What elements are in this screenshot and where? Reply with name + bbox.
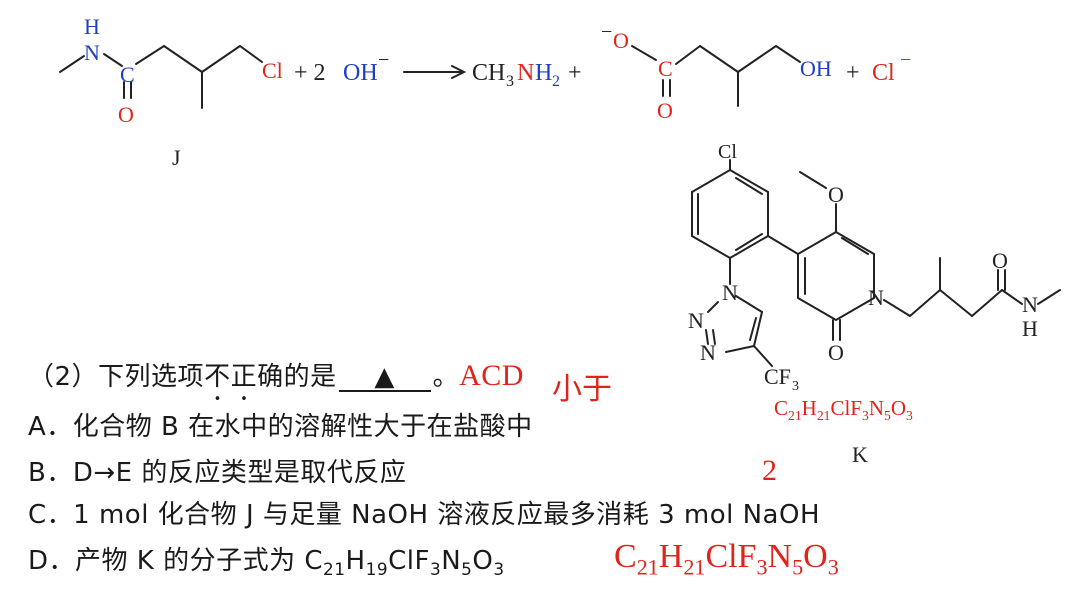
- option-b-text: D→E 的反应类型是取代反应: [72, 458, 407, 488]
- j-n-atom: N: [84, 40, 100, 65]
- handwritten-answer: ACD: [459, 359, 524, 392]
- option-a-letter: A．: [28, 412, 73, 442]
- option-d-text: 产物 K 的分子式为 C: [75, 546, 324, 576]
- chloride-charge: −: [900, 49, 911, 71]
- handwritten-k-formula: C21H21ClF3N5O3: [774, 396, 913, 423]
- option-a: A．化合物 B 在水中的溶解性大于在盐酸中: [28, 406, 533, 443]
- option-b-letter: B．: [28, 458, 73, 488]
- carboxylate-o2: O: [657, 98, 673, 123]
- stem-part-b: 确的是: [257, 362, 337, 392]
- k-triazole-n1: N: [722, 280, 738, 305]
- hydroxide-charge: −: [378, 49, 389, 71]
- handwritten-d-formula: C21H21ClF3N5O3: [614, 538, 839, 580]
- carboxylate-charge: −: [601, 21, 612, 43]
- stem-emphasis: 不正: [204, 362, 258, 392]
- k-amide-n: N: [1022, 292, 1038, 317]
- j-h-atom: H: [84, 14, 100, 39]
- carboxylate-o1: O: [613, 28, 629, 53]
- k-keto-o: O: [828, 340, 844, 365]
- k-amide-h: H: [1022, 316, 1038, 341]
- j-o-atom: O: [118, 102, 134, 127]
- k-cf3: CF: [764, 364, 791, 389]
- plus-two: + 2: [294, 60, 326, 86]
- k-amide-o: O: [992, 248, 1008, 273]
- hydroxide-oh: OH: [343, 60, 378, 86]
- option-d: D．产物 K 的分子式为 C21H19ClF3N5O3: [28, 546, 505, 579]
- k-cf3-sub: 3: [792, 379, 799, 394]
- product-n: N: [517, 60, 534, 86]
- stem-end: 。: [432, 362, 460, 392]
- product-oh: OH: [800, 56, 832, 81]
- stem-part-a: 下列选项: [98, 362, 205, 392]
- k-methoxy-o: O: [828, 182, 844, 207]
- j-cl-atom: Cl: [262, 58, 283, 83]
- product-sub2: 2: [552, 73, 560, 90]
- triangle-icon: ▲: [374, 362, 395, 392]
- option-c-letter: C．: [28, 500, 74, 530]
- option-c-text: 1 mol 化合物 J 与足量 NaOH 溶液反应最多消耗 3 mol NaOH: [73, 500, 821, 530]
- product-ch: CH: [472, 60, 505, 86]
- question-stem: （2）下列选项不正确的是 ▲ 。ACD: [28, 356, 524, 407]
- k-triazole-n2: N: [688, 308, 704, 333]
- plus-sign-3: +: [846, 60, 860, 86]
- k-ring-n: N: [868, 285, 884, 310]
- product-sub3: 3: [506, 73, 514, 90]
- handwritten-smaller-note: 小于: [552, 373, 612, 406]
- k-cl-atom: Cl: [718, 141, 737, 163]
- carboxylate-c: C: [658, 56, 673, 81]
- plus-sign-2: +: [568, 60, 582, 86]
- question-number: （2）: [28, 362, 99, 392]
- chloride-cl: Cl: [872, 60, 895, 86]
- option-d-letter: D．: [28, 546, 76, 576]
- answer-blank: ▲: [338, 362, 431, 392]
- product-h: H: [535, 60, 552, 86]
- j-label: J: [172, 145, 181, 170]
- k-label: K: [852, 442, 868, 467]
- handwritten-two-note: 2: [762, 454, 777, 487]
- option-c: C．1 mol 化合物 J 与足量 NaOH 溶液反应最多消耗 3 mol Na…: [28, 494, 820, 531]
- j-c-atom: C: [120, 62, 135, 87]
- k-triazole-n3: N: [700, 340, 716, 365]
- option-b: B．D→E 的反应类型是取代反应: [28, 452, 406, 489]
- option-a-text: 化合物 B 在水中的溶解性大于在盐酸中: [72, 412, 533, 442]
